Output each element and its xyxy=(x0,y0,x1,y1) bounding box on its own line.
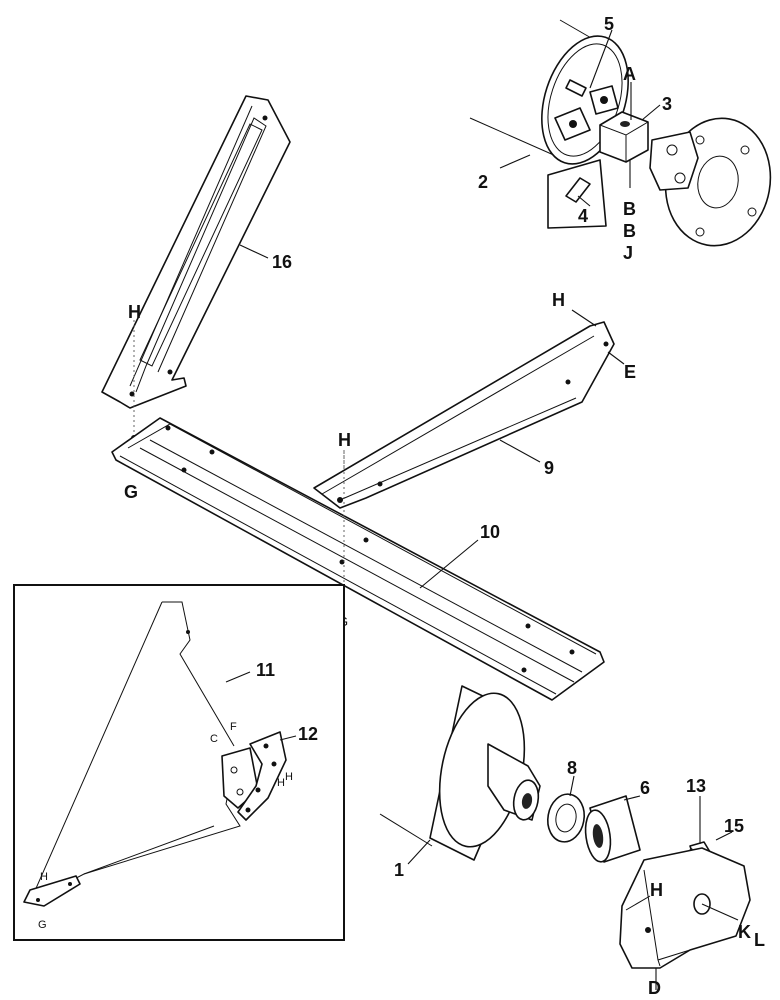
diagonal-strut xyxy=(313,309,625,509)
callout-9: 9 xyxy=(544,458,554,478)
letter-h-inset-pair: H xyxy=(277,777,285,789)
letter-g-inset: G xyxy=(38,919,47,931)
letter-b-2: B xyxy=(623,221,636,241)
inset-detail xyxy=(13,584,345,941)
callout-5: 5 xyxy=(604,14,614,34)
callout-4: 4 xyxy=(578,206,588,226)
letter-h-bracket: H xyxy=(650,880,663,900)
pin xyxy=(565,177,591,203)
callout-1: 1 xyxy=(394,860,404,880)
letter-f-inset: F xyxy=(230,721,237,733)
strut-body xyxy=(313,321,615,509)
callout-10: 10 xyxy=(480,522,500,542)
letter-h-16: H xyxy=(128,302,141,322)
letter-a: A xyxy=(623,64,636,84)
callout-12: 12 xyxy=(298,724,318,744)
callout-16: 16 xyxy=(272,252,292,272)
letter-h-inset-pair-sub: H xyxy=(285,771,293,783)
letter-k: K xyxy=(738,922,751,942)
channel-beam xyxy=(111,417,605,701)
shaft-axis-line xyxy=(469,117,566,161)
pivot-block xyxy=(599,111,649,163)
callout-11: 11 xyxy=(256,660,275,680)
callout-2: 2 xyxy=(478,172,488,192)
bolt xyxy=(565,79,587,97)
callout-13: 13 xyxy=(686,776,706,796)
flange-boss xyxy=(649,131,699,191)
letter-j: J xyxy=(623,243,633,263)
upright-bracket xyxy=(101,95,291,441)
letter-h-top: H xyxy=(552,290,565,310)
letter-l: L xyxy=(754,930,765,950)
inset-mounting-plate xyxy=(237,731,287,821)
letter-g-left: G xyxy=(124,482,138,502)
channel-body xyxy=(111,417,605,701)
callout-6: 6 xyxy=(640,778,650,798)
washer xyxy=(546,793,586,843)
roller-assembly xyxy=(379,685,751,990)
callout-8: 8 xyxy=(567,758,577,778)
letter-h-inset: H xyxy=(40,871,48,883)
letter-c-inset: C xyxy=(210,733,218,745)
hub-assembly xyxy=(469,19,772,247)
callout-15: 15 xyxy=(724,816,744,836)
letter-h-mid: H xyxy=(338,430,351,450)
callout-3: 3 xyxy=(662,94,672,114)
bearing-housing xyxy=(619,847,751,969)
letter-d: D xyxy=(648,978,661,998)
letter-e: E xyxy=(624,362,636,382)
letter-b-1: B xyxy=(623,199,636,219)
